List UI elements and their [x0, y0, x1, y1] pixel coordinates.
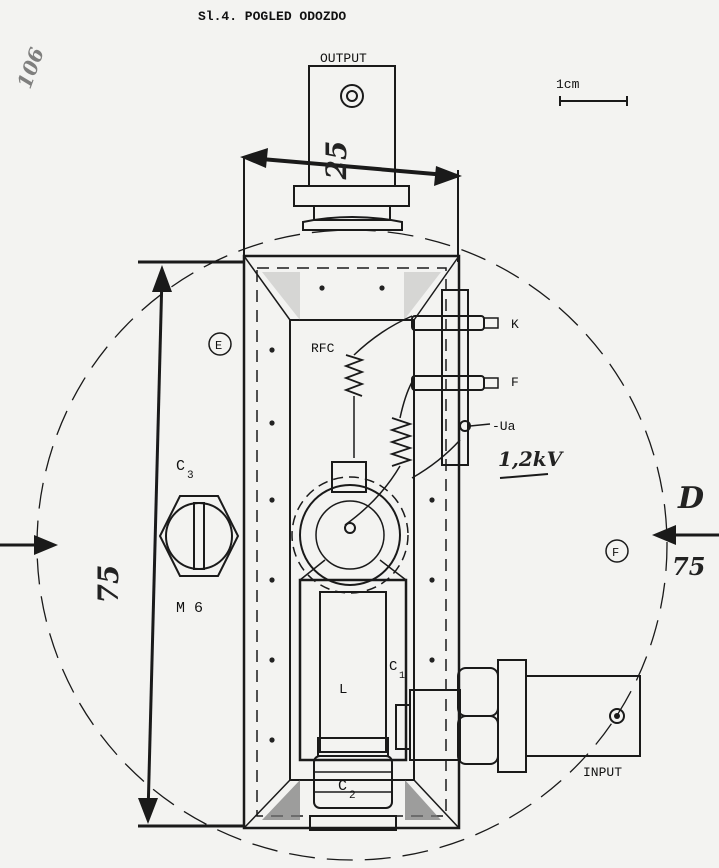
dimension-width-top — [240, 148, 462, 262]
l-label: L — [339, 682, 347, 698]
output-connector — [293, 65, 410, 231]
width-top-value: 25 — [320, 141, 353, 181]
scale-bar — [559, 96, 628, 106]
c1-label: C — [389, 659, 397, 675]
scale-label: 1cm — [556, 77, 580, 92]
page-title: Sl.4. POGLED ODOZDO — [198, 9, 346, 24]
tube-socket — [291, 461, 409, 594]
c3-nut — [158, 495, 240, 577]
rfc-label: RFC — [311, 341, 335, 356]
c3-subscript: 3 — [187, 470, 194, 482]
k-label: K — [511, 317, 519, 332]
d-value: 75 — [672, 552, 705, 581]
main-box — [242, 254, 461, 830]
input-connector — [395, 659, 641, 773]
marker-e-circle — [208, 332, 232, 356]
inductor-l — [298, 559, 408, 762]
voltage-label: 1,2kV — [498, 447, 565, 471]
feedthrough-strip — [411, 289, 499, 466]
f-label: F — [511, 375, 519, 390]
margin-note: 106 — [12, 44, 49, 92]
height-left-value: 75 — [92, 565, 125, 604]
marker-f: F — [612, 546, 619, 560]
m6-label: M 6 — [176, 600, 203, 617]
rfc-coils — [343, 315, 461, 526]
voltage-underline — [499, 473, 549, 479]
ua-label: -Ua — [492, 419, 516, 434]
input-label: INPUT — [583, 765, 622, 780]
marker-f-circle — [605, 539, 629, 563]
outer-circle — [36, 229, 668, 861]
c1-subscript: 1 — [399, 671, 405, 682]
c2-label: C — [338, 778, 347, 795]
c2-subscript: 2 — [349, 790, 356, 802]
output-label: OUTPUT — [320, 51, 367, 66]
dimension-d-arrows — [0, 525, 719, 555]
c3-label: C — [176, 458, 185, 475]
d-label: D — [677, 481, 704, 516]
capacitor-c2 — [309, 737, 397, 831]
dimension-height-left — [138, 260, 244, 828]
marker-e: E — [215, 339, 222, 353]
